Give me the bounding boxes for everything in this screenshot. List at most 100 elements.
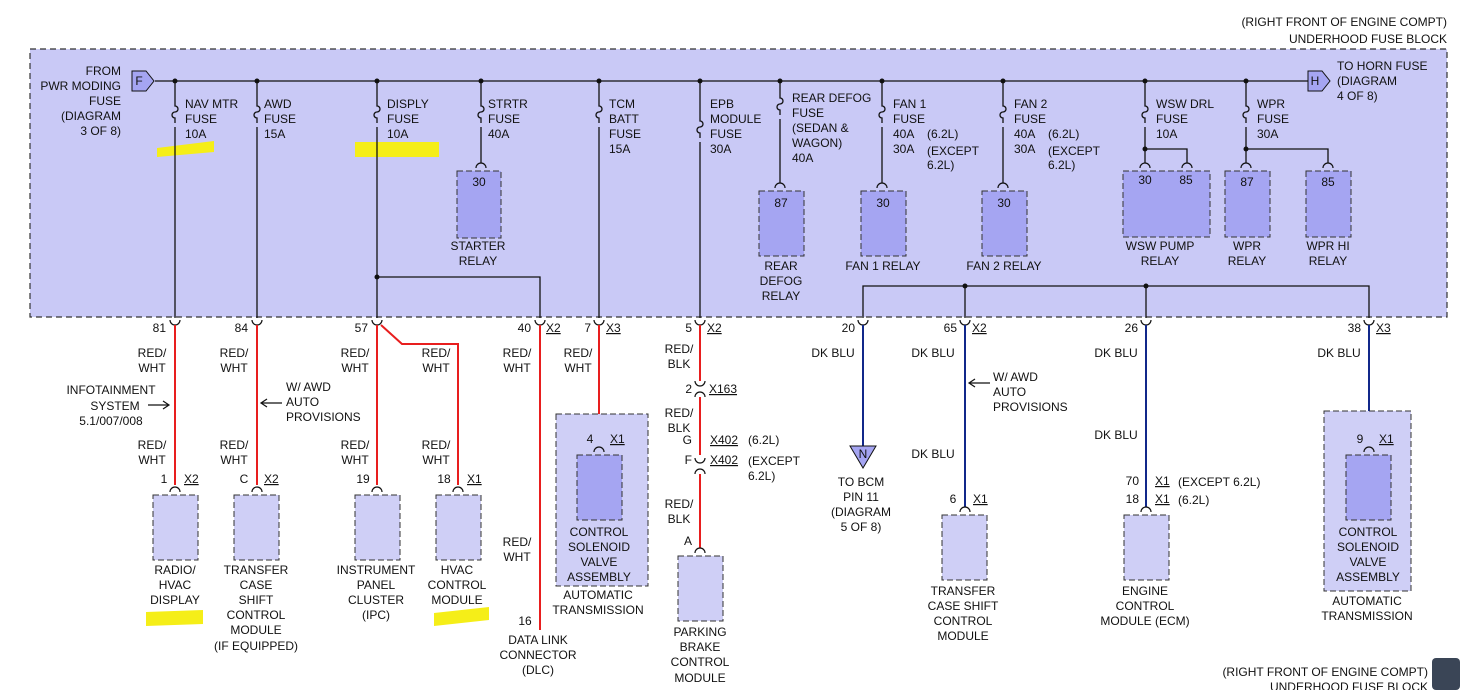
component-label: TRANSFER — [931, 584, 996, 598]
component-label: VALVE — [581, 555, 618, 569]
circuit-parking-brake: 5 X2 RED/ BLK 2 X163 RED/ BLK G X402 (6.… — [665, 319, 801, 685]
relay-label: RELAY — [762, 289, 800, 303]
wire-color: RED/ — [503, 346, 532, 360]
wire-color: WHT — [503, 550, 531, 564]
fuse-note: (6.2L) — [1048, 127, 1079, 141]
connector-id: X2 — [972, 321, 987, 335]
circuit-note: PROVISIONS — [993, 400, 1068, 414]
connector-id: X3 — [1376, 321, 1391, 335]
from-label-1: FROM — [86, 64, 121, 78]
fuse-label: FAN 2 — [1014, 97, 1048, 111]
fuse-label: 40A — [893, 127, 914, 141]
relay-label: DEFOG — [760, 274, 803, 288]
from-connector: F FROM PWR MODING FUSE (DIAGRAM 3 OF 8) — [40, 64, 155, 138]
internal-bus-lower — [862, 283, 1370, 318]
bus-pin: 20 — [842, 321, 856, 335]
circuit-note: 6.2L) — [748, 469, 775, 483]
fuse-label: 40A — [792, 151, 813, 165]
relay-starter: 30 STARTER RELAY — [451, 162, 506, 268]
component-label: CASE — [240, 578, 273, 592]
terminal-letter: N — [859, 447, 868, 461]
to-connector-letter: H — [1311, 74, 1320, 88]
bus-pin: 40 — [518, 321, 532, 335]
wire-color: RED/ — [138, 438, 167, 452]
circuit-transfer-case-shift: 65 X2 DK BLU W/ AWD AUTO PROVISIONS DK B… — [911, 319, 1068, 643]
pin-number: 70 — [1126, 474, 1140, 488]
fuse-label: FUSE — [710, 127, 742, 141]
wire-color: RED/ — [564, 346, 593, 360]
component-label: CONTROL — [570, 525, 629, 539]
relay-label: WSW PUMP — [1126, 239, 1195, 253]
wire-color: DK BLU — [911, 447, 954, 461]
relay-pin: 30 — [997, 196, 1011, 210]
fuse-label: FUSE — [1156, 112, 1188, 126]
relay-fan-2: 30 FAN 2 RELAY — [966, 182, 1042, 273]
wire-color: BLK — [668, 512, 691, 526]
bus-pin: 5 — [685, 321, 692, 335]
from-label-2: PWR MODING — [40, 79, 121, 93]
arrow-icon — [967, 378, 990, 388]
relay-pin: 30 — [876, 196, 890, 210]
wire-color: WHT — [564, 361, 592, 375]
component-label: MODULE (ECM) — [1100, 614, 1189, 628]
component-label: TRANSMISSION — [552, 603, 643, 617]
wire-color: WHT — [422, 453, 450, 467]
connector-id: X1 — [467, 472, 482, 486]
relay-pin: 87 — [1240, 175, 1254, 189]
fuse-label: FUSE — [185, 112, 217, 126]
fuse-note: (EXCEPT — [927, 144, 980, 158]
connector-id: X1 — [1155, 492, 1170, 506]
pin-number: G — [683, 433, 692, 447]
component-label: AUTOMATIC — [563, 588, 633, 602]
fuse-label: FUSE — [609, 127, 641, 141]
wire-color: RED/ — [341, 438, 370, 452]
component-label: SOLENOID — [1337, 540, 1399, 554]
component-label: PIN 11 — [843, 490, 879, 504]
fuse-label: 10A — [185, 127, 206, 141]
component-label: VALVE — [1350, 555, 1387, 569]
component-label: HVAC — [441, 563, 474, 577]
fuse-label: MODULE — [710, 112, 761, 126]
fuse-label: NAV MTR — [185, 97, 238, 111]
bus-pin: 7 — [584, 321, 591, 335]
circuit-ecm: 26 DK BLU DK BLU 70 X1 (EXCEPT 6.2L) 18 … — [1094, 319, 1260, 628]
fuse-wpr: WPR FUSE 30A — [1242, 81, 1329, 163]
component-label: ENGINE — [1122, 584, 1168, 598]
fuse-fan-2: FAN 2 FUSE 40A 30A (6.2L) (EXCEPT 6.2L) — [999, 81, 1101, 183]
connector-id: X1 — [1155, 474, 1170, 488]
wire-color: WHT — [341, 453, 369, 467]
fuse-label: FUSE — [488, 112, 520, 126]
circuit-note: INFOTAINMENT — [66, 383, 156, 397]
circuit-note: SYSTEM — [90, 399, 139, 413]
wire-color: DK BLU — [911, 346, 954, 360]
relay-label: RELAY — [1309, 254, 1347, 268]
fuse-label: 30A — [893, 142, 914, 156]
relay-wpr: 87 WPR RELAY — [1224, 162, 1271, 268]
bus-pin: 38 — [1348, 321, 1362, 335]
component-label: SHIFT — [239, 593, 274, 607]
connector-id: X2 — [184, 472, 199, 486]
fuse-label: REAR DEFOG — [792, 91, 871, 105]
component-label: TRANSMISSION — [1321, 609, 1412, 623]
from-label-3: FUSE — [89, 94, 121, 108]
footer: (RIGHT FRONT OF ENGINE COMPT) UNDERHOOD … — [1222, 665, 1428, 690]
circuit-note: (EXCEPT 6.2L) — [1178, 475, 1260, 489]
pin-number: 6 — [950, 492, 957, 506]
wire-color: WHT — [220, 361, 248, 375]
fuse-label: WPR — [1257, 97, 1285, 111]
fuse-label: 30A — [1257, 127, 1278, 141]
scroll-corner-button[interactable] — [1432, 658, 1460, 690]
circuit-radio: 81 RED/ WHT INFOTAINMENT SYSTEM 5.1/007/… — [66, 319, 200, 607]
component-label: MODULE — [937, 629, 988, 643]
relay-pin: 30 — [1138, 173, 1152, 187]
connector-id: X2 — [264, 472, 279, 486]
pin-number: F — [685, 453, 692, 467]
component-label: (IPC) — [362, 608, 390, 622]
fuse-label: 15A — [609, 142, 630, 156]
fuse-note: 6.2L) — [1048, 158, 1075, 172]
fuse-awd: AWD FUSE 15A — [253, 81, 296, 318]
bus-pin: 81 — [153, 321, 167, 335]
wire-color: RED/ — [665, 497, 694, 511]
circuit-dlc: 40 X2 RED/ WHT RED/ WHT 16 DATA LINK CON… — [499, 319, 577, 677]
